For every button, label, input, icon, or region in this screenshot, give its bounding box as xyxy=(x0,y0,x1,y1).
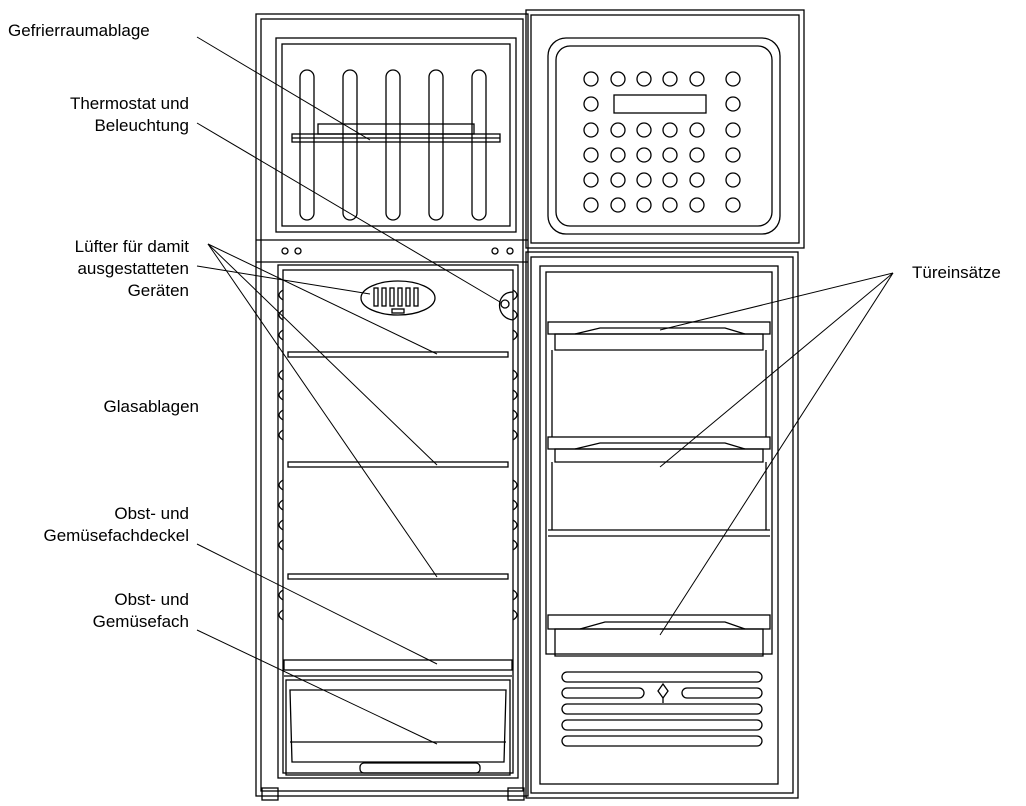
label-thermostat: Thermostat und Beleuchtung xyxy=(69,94,189,135)
label-glass-shelves: Glasablagen xyxy=(103,397,199,416)
fridge-compartment xyxy=(277,264,519,779)
label-door-racks: Türeinsätze xyxy=(912,263,1001,282)
freezer-compartment xyxy=(275,37,517,233)
label-fan: Lüfter für damit ausgestatteten Geräten xyxy=(74,237,189,300)
shelf-rails xyxy=(278,289,518,621)
freezer-door xyxy=(525,9,805,249)
fridge-cabinet xyxy=(255,13,529,801)
thermostat-knob-icon xyxy=(498,291,514,321)
label-crisper-cover: Obst- und Gemüsefachdeckel xyxy=(43,504,189,545)
leader-lines xyxy=(196,36,894,745)
drain-plug-icon xyxy=(657,682,669,703)
label-crisper: Obst- und Gemüsefach xyxy=(92,590,189,631)
fan-grille-icon xyxy=(360,280,436,316)
fridge-door xyxy=(525,251,799,799)
label-freezer-shelf: Gefrierraumablage xyxy=(8,21,150,40)
